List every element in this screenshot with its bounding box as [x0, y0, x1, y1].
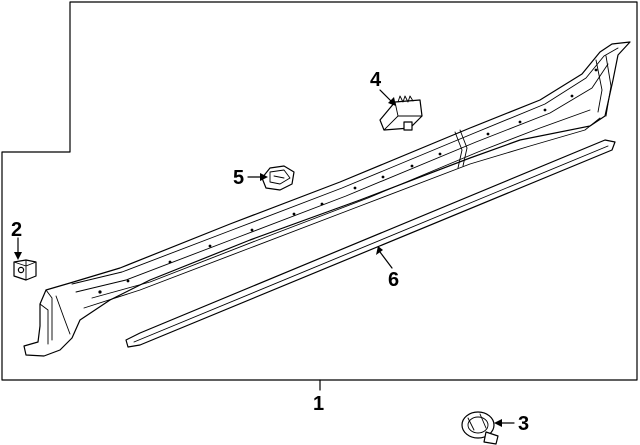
rocker-flange-2	[75, 63, 609, 293]
leader-lines	[14, 89, 515, 427]
molding-strip	[125, 139, 616, 348]
leader-4	[379, 89, 393, 103]
leader-6	[379, 251, 393, 269]
grommet-inner	[467, 416, 489, 434]
callout-3: 3	[518, 413, 529, 435]
nut-clip-hole	[17, 266, 25, 274]
callout-2: 2	[11, 219, 22, 241]
bracket-tab	[403, 121, 413, 131]
clip-inner	[269, 169, 291, 185]
bracket	[379, 95, 423, 131]
grommet	[461, 411, 499, 445]
rocker-rear-end	[595, 55, 612, 117]
clip	[261, 165, 295, 191]
assembly-frame	[1, 1, 638, 381]
rocker-upper-flange	[71, 47, 619, 285]
rocker-panel-body	[23, 41, 631, 357]
callout-6: 6	[388, 269, 399, 291]
grommet-tab	[483, 431, 499, 445]
callout-1: 1	[313, 393, 324, 415]
nut-clip-fold	[13, 259, 37, 281]
arrow-3	[494, 419, 502, 427]
bracket-body	[379, 99, 423, 131]
molding-edge	[133, 145, 609, 343]
callout-4: 4	[370, 69, 382, 91]
rocker-mid-crease	[91, 109, 591, 299]
arrow-2	[14, 252, 22, 260]
rocker-front-end	[39, 289, 71, 345]
bracket-teeth	[397, 95, 414, 103]
rocker-molding	[125, 139, 616, 348]
arrow-6	[376, 246, 383, 255]
nut-clip	[13, 259, 37, 281]
rocker-panel	[23, 41, 631, 357]
grommet-rib	[467, 413, 487, 431]
bracket-edge	[383, 101, 423, 131]
rocker-seam	[454, 129, 468, 169]
arrow-4	[388, 97, 396, 106]
rocker-lower-crease	[83, 117, 601, 309]
rocker-holes	[98, 68, 598, 294]
clip-slot	[273, 175, 285, 179]
callout-5: 5	[233, 167, 244, 189]
arrow-5	[260, 173, 268, 181]
